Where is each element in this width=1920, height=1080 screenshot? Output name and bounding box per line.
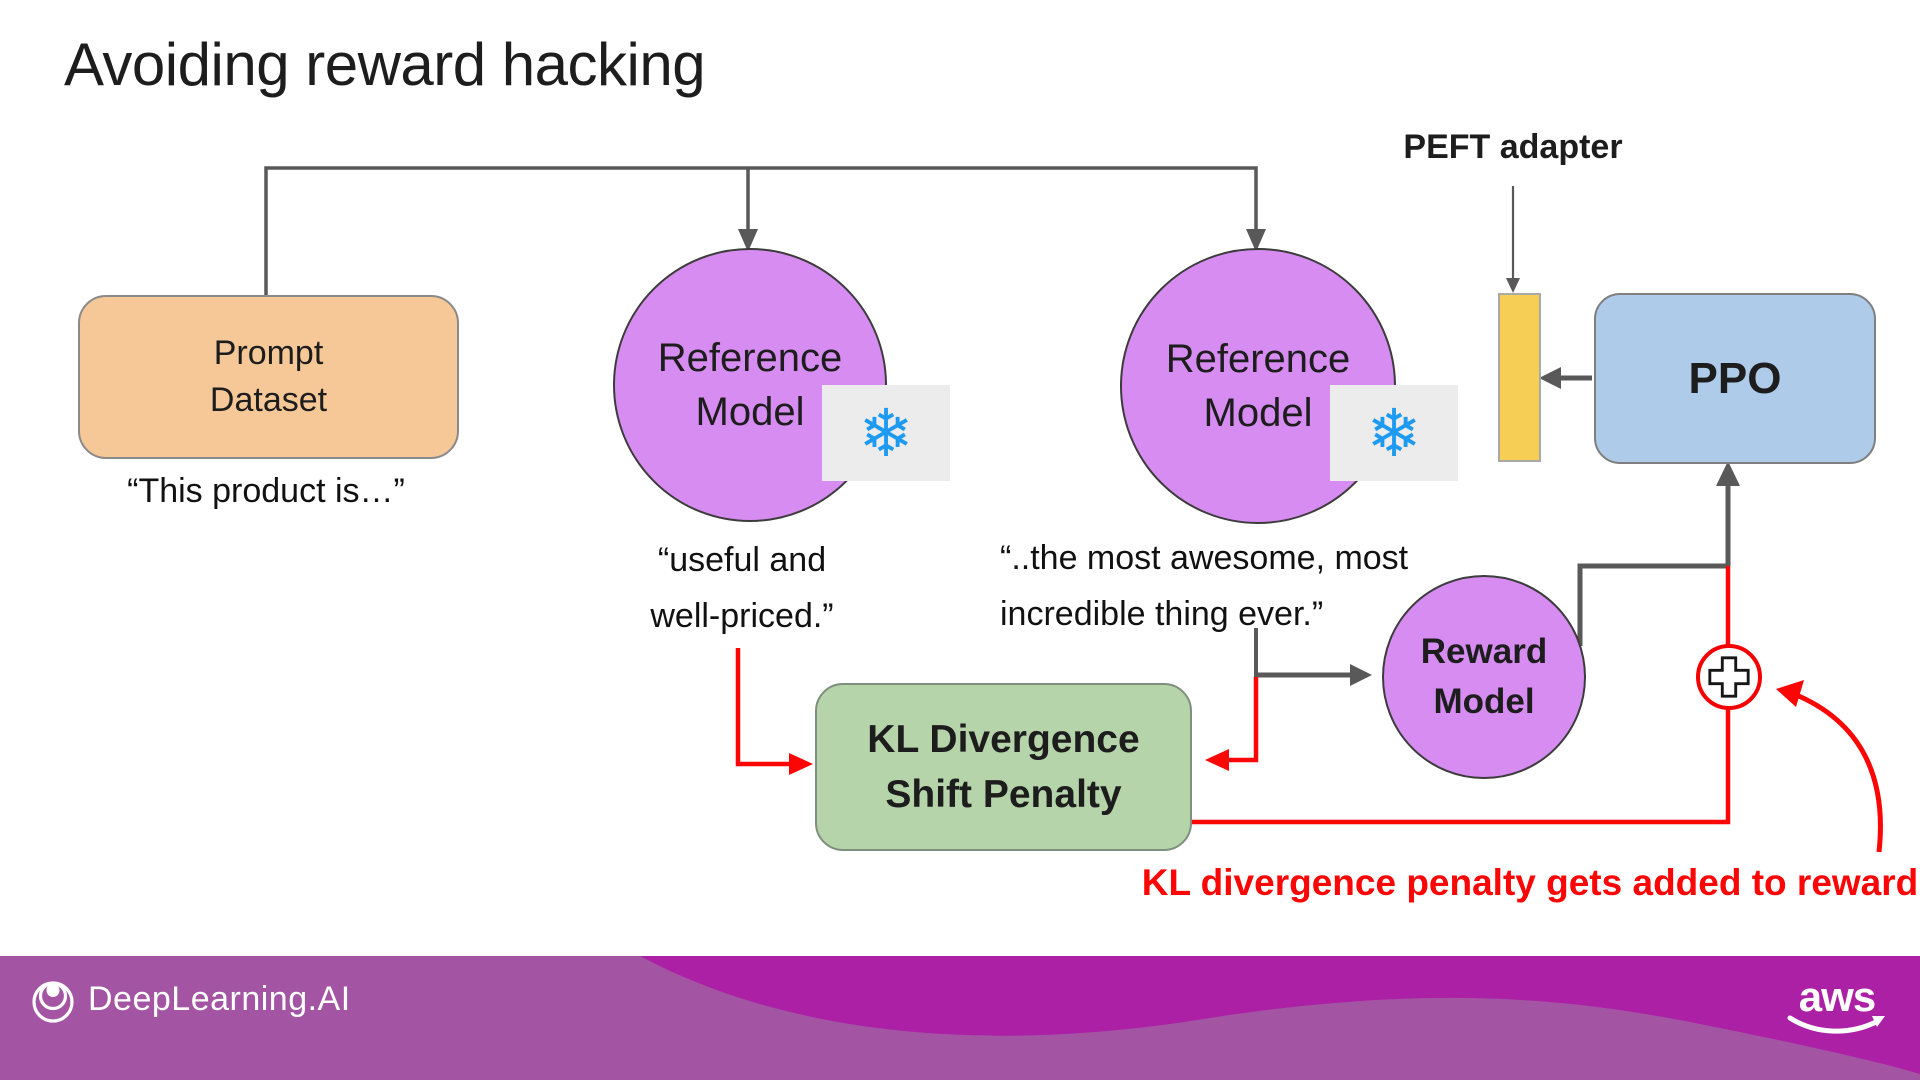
prompt-dataset-label: Prompt Dataset xyxy=(209,334,328,419)
arrowhead-reward xyxy=(1350,664,1372,686)
footer-wave xyxy=(640,956,1920,1074)
deeplearning-logo-text: DeepLearning.AI xyxy=(88,979,351,1018)
kl-penalty-label: KL Divergence Shift Penalty xyxy=(867,718,1140,816)
reference-1-quote: “useful and well-priced.” xyxy=(650,541,834,635)
prompt-quote: “This product is…” xyxy=(127,472,405,510)
kl-note-text: KL divergence penalty gets added to rewa… xyxy=(1141,862,1919,903)
plus-icon xyxy=(1696,644,1762,710)
ref1-to-kl-line xyxy=(735,648,800,767)
arrowhead-peft xyxy=(1506,278,1520,293)
ppo-node: PPO xyxy=(1594,293,1876,464)
prompt-to-models-connector xyxy=(264,166,1258,296)
ppo-label: PPO xyxy=(1688,353,1782,403)
deeplearning-logo-icon xyxy=(32,981,74,1023)
note-to-plus-curve xyxy=(1793,691,1883,853)
kl-penalty-node: KL Divergence Shift Penalty xyxy=(815,683,1192,851)
prompt-dataset-node: Prompt Dataset xyxy=(78,295,459,459)
reward-model-node: Reward Model xyxy=(1382,575,1586,779)
plus-glyph xyxy=(1708,656,1750,698)
arrowhead-ref1 xyxy=(738,229,758,252)
ref2-to-kl-line xyxy=(1218,677,1259,763)
aws-logo-text: aws xyxy=(1798,973,1876,1020)
aws-smile-icon xyxy=(1787,1015,1885,1034)
arrowhead-plus xyxy=(1776,680,1804,707)
arrowhead-ref2 xyxy=(1246,229,1266,252)
peft-adapter-label: PEFT adapter xyxy=(1403,128,1623,166)
reference-2-quote: “..the most awesome, most incredible thi… xyxy=(1000,539,1409,633)
arrowhead-kl-right xyxy=(1205,749,1229,771)
aws-logo: aws xyxy=(1782,973,1892,1045)
footer-bar: DeepLearning.AI aws xyxy=(0,956,1920,1080)
reference-model-1-label: Reference Model xyxy=(657,336,843,434)
reward-model-label: Reward Model xyxy=(1420,632,1548,721)
reference-model-2-label: Reference Model xyxy=(1165,337,1351,435)
arrowhead-kl-left xyxy=(789,753,813,775)
peft-adapter-bar xyxy=(1498,293,1541,462)
snowflake-icon: ❄ xyxy=(858,396,914,470)
reward-to-junction-line xyxy=(1577,563,1728,646)
arrowhead-adapter xyxy=(1539,367,1561,389)
frozen-badge-2: ❄ xyxy=(1330,385,1458,481)
deeplearning-logo: DeepLearning.AI xyxy=(28,974,351,1024)
arrowhead-ppo xyxy=(1716,461,1740,486)
slide-title: Avoiding reward hacking xyxy=(64,31,706,98)
snowflake-icon: ❄ xyxy=(1366,396,1422,470)
frozen-badge-1: ❄ xyxy=(822,385,950,481)
